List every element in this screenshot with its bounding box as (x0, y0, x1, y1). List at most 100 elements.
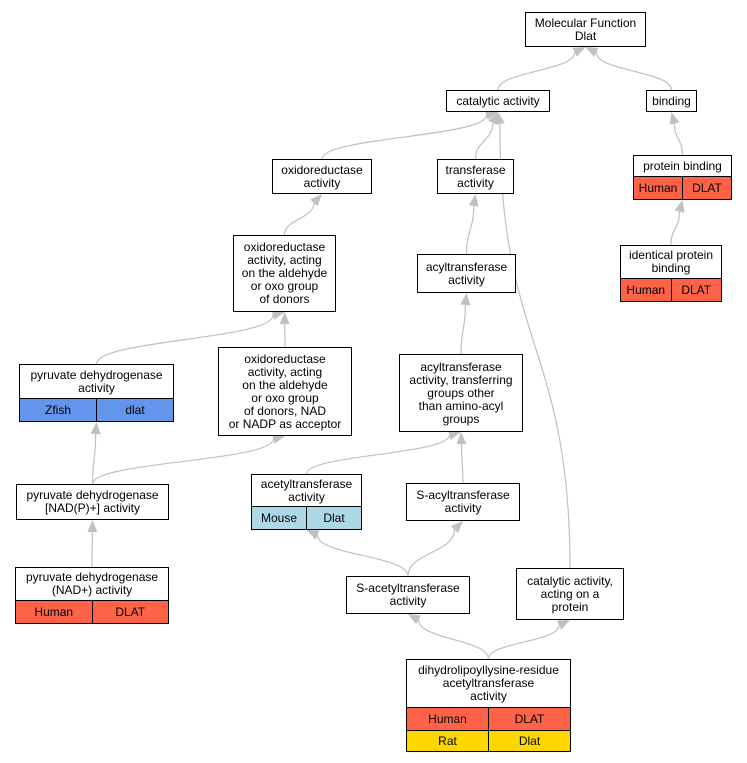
node-acyltransferase-non-amino-acyl[interactable]: acyltransferase activity, transferring g… (399, 354, 523, 432)
edge-pyruvate_nadp-to-oxido_nad (91, 438, 274, 485)
edge-dihydrolipoyllysine-to-s_acetyltransferase (417, 619, 490, 660)
edge-pyruvate_nadp-to-pyruvate_dh (91, 433, 97, 485)
arrowhead-s_acyltransferase-to-acyl_non_amino (456, 432, 467, 445)
edge-oxido_aldehyde-to-oxidoreductase (283, 202, 315, 236)
node-label: acyltransferase activity, transferring g… (409, 359, 513, 426)
arrowhead-pyruvate_nadp-to-pyruvate_dh (90, 422, 101, 435)
node-s-acyltransferase-activity[interactable]: S-acyltransferase activity (406, 483, 520, 521)
node-label: protein binding (643, 158, 722, 173)
arrowhead-oxido_nad-to-oxido_aldehyde (279, 312, 290, 325)
node-label: pyruvate dehydrogenase (NAD+) activity (25, 570, 159, 597)
edge-protein_binding-to-binding (673, 123, 684, 156)
gene-symbol: Dlat (306, 507, 361, 529)
arrowhead-dihydrolipoyllysine-to-catalytic_protein (557, 620, 570, 630)
arrowhead-dihydrolipoyllysine-to-s_acetyltransferase (408, 614, 421, 625)
node-oxidoreductase-aldehyde-oxo[interactable]: oxidoreductase activity, acting on the a… (233, 235, 336, 312)
arrowhead-acyltransferase-to-transferase (468, 194, 479, 207)
arrowhead-binding-to-root (585, 47, 599, 57)
node-catalytic-activity-acting-on-protein[interactable]: catalytic activity, acting on a protein (516, 568, 624, 620)
species-name: Human (16, 601, 92, 623)
node-label: dihydrolipoyllysine-residue acetyltransf… (418, 663, 559, 703)
edge-acyl_non_amino-to-acyltransferase (460, 304, 467, 355)
node-label: S-acyltransferase activity (416, 488, 510, 515)
arrowhead-oxido_aldehyde-to-oxidoreductase (310, 194, 322, 207)
node-label: transferase activity (445, 162, 506, 190)
arrowhead-transferase-to-catalytic (488, 112, 498, 125)
node-molecular-function[interactable]: Molecular Function Dlat (525, 12, 646, 47)
node-label: pyruvate dehydrogenase activity (30, 367, 163, 395)
node-oxidoreductase-activity[interactable]: oxidoreductase activity (272, 159, 372, 194)
edge-catalytic_protein-to-catalytic (499, 123, 571, 569)
node-label: pyruvate dehydrogenase [NAD(P)+] activit… (26, 488, 159, 515)
node-label: Molecular Function Dlat (534, 15, 637, 43)
edge-acetyltransferase-to-acyl_non_amino (305, 434, 451, 475)
node-binding[interactable]: binding (646, 90, 697, 112)
arrowhead-identical_protein-to-protein_binding (674, 200, 685, 213)
node-label: S-acetyltransferase activity (356, 581, 460, 608)
arrowhead-catalytic_protein-to-catalytic (494, 112, 505, 125)
edge-s_acyltransferase-to-acyl_non_amino (460, 443, 464, 484)
arrowhead-pyruvate_nad-to-pyruvate_nadp (87, 520, 98, 533)
node-label: acetyltransferase activity (260, 476, 353, 504)
arrowhead-acetyltransferase-to-acyl_non_amino (448, 430, 461, 440)
node-catalytic-activity[interactable]: catalytic activity (446, 90, 550, 112)
arrowhead-pyruvate_nadp-to-oxido_nad (272, 434, 285, 444)
gene-symbol: DLAT (91, 601, 168, 623)
species-name: Human (621, 279, 671, 301)
arrowhead-pyruvate_dh-to-oxido_aldehyde (271, 310, 285, 321)
node-label: acyltransferase activity (425, 259, 508, 287)
species-name: Rat (407, 731, 488, 751)
gene-symbol: Dlat (488, 731, 570, 751)
arrowhead-oxidoreductase-to-catalytic (485, 110, 498, 120)
edge-catalytic-to-root (497, 52, 576, 91)
edge-s_acetyltransferase-to-acetyltransferase (316, 534, 409, 577)
edge-oxidoreductase-to-catalytic (321, 114, 488, 160)
edge-binding-to-root (595, 52, 673, 91)
species-name: Mouse (252, 507, 306, 529)
node-label: oxidoreductase activity, acting on the a… (228, 351, 342, 431)
edge-identical_protein-to-protein_binding (670, 211, 681, 246)
gene-symbol: DLAT (682, 177, 731, 199)
gene-symbol: DLAT (488, 708, 570, 730)
edge-dihydrolipoyllysine-to-catalytic_protein (487, 625, 560, 660)
edge-transferase-to-catalytic (474, 122, 494, 160)
node-label: catalytic activity, acting on a protein (527, 573, 613, 614)
node-label: binding (652, 93, 691, 108)
node-dihydrolipoyllysine-acetyltransferase[interactable]: dihydrolipoyllysine-residue acetyltransf… (406, 659, 571, 752)
species-name: Human (407, 708, 488, 730)
gene-symbol: DLAT (670, 279, 721, 301)
node-acyltransferase-activity[interactable]: acyltransferase activity (417, 254, 516, 293)
edge-acyltransferase-to-transferase (465, 205, 475, 255)
node-s-acetyltransferase-activity[interactable]: S-acetyltransferase activity (346, 576, 470, 614)
node-pyruvate-dehydrogenase-nadp[interactable]: pyruvate dehydrogenase [NAD(P)+] activit… (16, 484, 169, 520)
arrowhead-s_acetyltransferase-to-acetyltransferase (306, 530, 320, 540)
arrowhead-protein_binding-to-binding (669, 112, 680, 125)
node-label: oxidoreductase activity (281, 162, 363, 190)
arrowhead-s_acetyltransferase-to-s_acyltransferase (450, 521, 463, 534)
node-label: oxidoreductase activity, acting on the a… (241, 240, 328, 306)
species-name: Zfish (20, 399, 96, 421)
arrowhead-acyl_non_amino-to-acyltransferase (460, 293, 471, 306)
edge-s_acetyltransferase-to-s_acyltransferase (407, 529, 456, 577)
node-transferase-activity[interactable]: transferase activity (437, 159, 514, 194)
node-oxidoreductase-nad-nadp-acceptor[interactable]: oxidoreductase activity, acting on the a… (218, 347, 352, 436)
arrowhead-catalytic-to-root (572, 47, 586, 57)
edge-pyruvate_dh-to-oxido_aldehyde (95, 315, 274, 365)
gene-symbol: dlat (96, 399, 173, 421)
species-name: Human (634, 177, 682, 199)
node-label: catalytic activity (456, 93, 540, 108)
